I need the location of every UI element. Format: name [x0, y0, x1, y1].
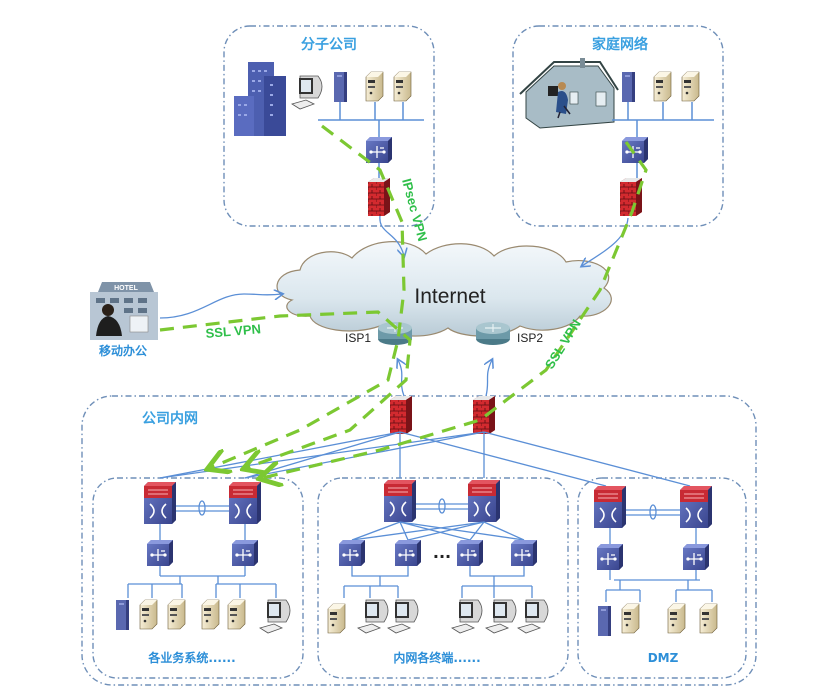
internet-label: Internet	[414, 285, 485, 308]
pc-icon	[485, 599, 517, 634]
isp2-router-icon	[475, 321, 511, 346]
access-switch-icon	[510, 539, 538, 567]
vpn-tunnels	[159, 124, 648, 478]
pc-icon	[451, 599, 483, 634]
core-switch-icon	[143, 481, 177, 525]
branch-switch-icon	[365, 136, 393, 164]
server-icon	[653, 71, 672, 102]
tower-server-icon	[622, 72, 635, 102]
ssl-tunnel-home	[262, 141, 648, 478]
access-switch-icon	[456, 539, 484, 567]
ssl-vpn-mobile-label: SSL VPN	[205, 321, 261, 341]
home-title: 家庭网络	[592, 36, 648, 53]
business-title: 各业务系统......	[147, 650, 235, 665]
more-switches-ellipsis: ...	[433, 543, 451, 562]
hq-firewall-1-icon	[390, 396, 412, 434]
server-icon	[681, 71, 700, 102]
core-switch-icon	[679, 485, 713, 529]
business-systems	[116, 481, 291, 634]
server-icon	[201, 599, 220, 630]
house-icon	[519, 58, 619, 129]
branch-office	[234, 62, 424, 216]
home-switch-icon	[621, 136, 649, 164]
branch-zone	[223, 25, 435, 227]
dmz	[593, 485, 718, 636]
pc-icon	[357, 599, 389, 634]
zone-borders	[81, 25, 757, 686]
pc-icon	[291, 75, 323, 110]
ipsec-tunnel	[210, 124, 406, 468]
access-switch-icon	[596, 543, 624, 571]
intranet-zone	[81, 395, 757, 686]
core-switch-icon	[467, 479, 501, 523]
tower-server-icon	[116, 600, 129, 630]
business-zone	[92, 477, 304, 679]
access-switch-icon	[146, 539, 174, 567]
server-icon	[167, 599, 186, 630]
home-zone	[512, 25, 724, 227]
access-switch-icon	[231, 539, 259, 567]
server-icon	[393, 71, 412, 102]
internet-cloud: Internet	[276, 241, 612, 337]
tower-server-icon	[334, 72, 347, 102]
pc-icon	[259, 599, 291, 634]
core-switch-icon	[383, 479, 417, 523]
dmz-title: DMZ	[648, 651, 679, 665]
branch-firewall-icon	[368, 178, 390, 216]
server-icon	[365, 71, 384, 102]
office-building-icon	[234, 62, 286, 136]
pc-icon	[387, 599, 419, 634]
server-icon	[227, 599, 246, 630]
server-icon	[667, 603, 686, 634]
mobile-office-label: 移动办公	[99, 343, 147, 358]
mobile-office: HOTEL 移动办公	[90, 282, 158, 358]
hotel-icon: HOTEL	[90, 282, 158, 340]
core-switch-icon	[228, 481, 262, 525]
core-switch-icon	[593, 485, 627, 529]
isp1-label: ISP1	[345, 331, 371, 345]
terminals-title: 内网各终端......	[393, 650, 480, 665]
access-switch-icon	[338, 539, 366, 567]
intranet-terminals: ...	[327, 479, 549, 634]
pc-icon	[517, 599, 549, 634]
server-icon	[139, 599, 158, 630]
tower-server-icon	[598, 606, 611, 636]
server-icon	[621, 603, 640, 634]
home-lan-bus	[612, 102, 714, 178]
access-switch-icon	[682, 543, 710, 571]
home-network	[519, 58, 714, 216]
ssl-tunnel-mobile	[159, 310, 412, 468]
terminals-zone	[317, 477, 569, 679]
access-switch-icon	[394, 539, 422, 567]
branch-title: 分子公司	[301, 37, 357, 53]
intranet-title: 公司内网	[142, 410, 198, 427]
hotel-sign: HOTEL	[114, 285, 138, 292]
server-icon	[699, 603, 718, 634]
server-icon	[327, 603, 346, 634]
hq-firewall-2-icon	[473, 396, 495, 434]
isp2-label: ISP2	[517, 331, 543, 345]
branch-lan-bus	[318, 102, 424, 178]
